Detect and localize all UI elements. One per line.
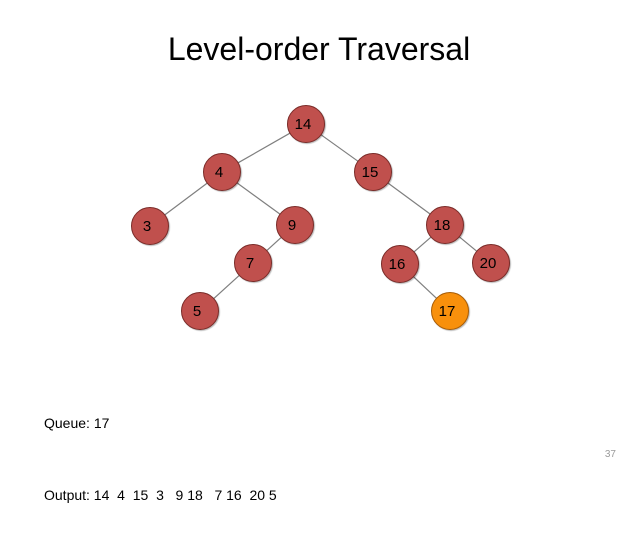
queue-line: Queue: 17 <box>44 415 110 431</box>
tree-node-4[interactable]: 4 <box>203 153 241 191</box>
tree-edge <box>162 181 210 217</box>
tree-node-5[interactable]: 5 <box>181 292 219 330</box>
tree-edge <box>234 180 283 217</box>
tree-node-7[interactable]: 7 <box>234 244 272 282</box>
tree-node-label: 14 <box>294 115 312 133</box>
tree-node-label: 20 <box>479 254 497 272</box>
tree-node-3[interactable]: 3 <box>131 207 169 245</box>
tree-node-label: 16 <box>388 255 406 273</box>
traversal-status: Queue: 17 Output: 14 4 15 3 9 18 7 16 20… <box>44 363 277 555</box>
page-title: Level-order Traversal <box>167 31 471 67</box>
tree-node-label: 3 <box>142 217 152 235</box>
tree-node-14[interactable]: 14 <box>287 105 325 143</box>
tree-node-16[interactable]: 16 <box>381 245 419 283</box>
tree-edge <box>411 235 434 254</box>
tree-edge <box>211 273 242 301</box>
tree-node-label: 4 <box>214 163 224 181</box>
tree-node-label: 17 <box>438 302 456 320</box>
tree-edge <box>411 274 439 301</box>
tree-node-label: 5 <box>192 302 202 320</box>
tree-node-15[interactable]: 15 <box>354 153 392 191</box>
tree-edge <box>318 132 361 164</box>
tree-node-label: 15 <box>361 163 379 181</box>
tree-node-17[interactable]: 17 <box>431 292 469 330</box>
tree-edge <box>385 181 433 216</box>
tree-edge <box>235 131 293 165</box>
tree-node-20[interactable]: 20 <box>472 244 510 282</box>
tree-node-label: 9 <box>287 216 297 234</box>
tree-node-label: 18 <box>433 216 451 234</box>
tree-node-18[interactable]: 18 <box>426 206 464 244</box>
tree-node-9[interactable]: 9 <box>276 206 314 244</box>
output-line: Output: 14 4 15 3 9 18 7 16 20 5 <box>44 487 277 503</box>
tree-node-label: 7 <box>245 254 255 272</box>
page-number: 37 <box>604 449 616 460</box>
